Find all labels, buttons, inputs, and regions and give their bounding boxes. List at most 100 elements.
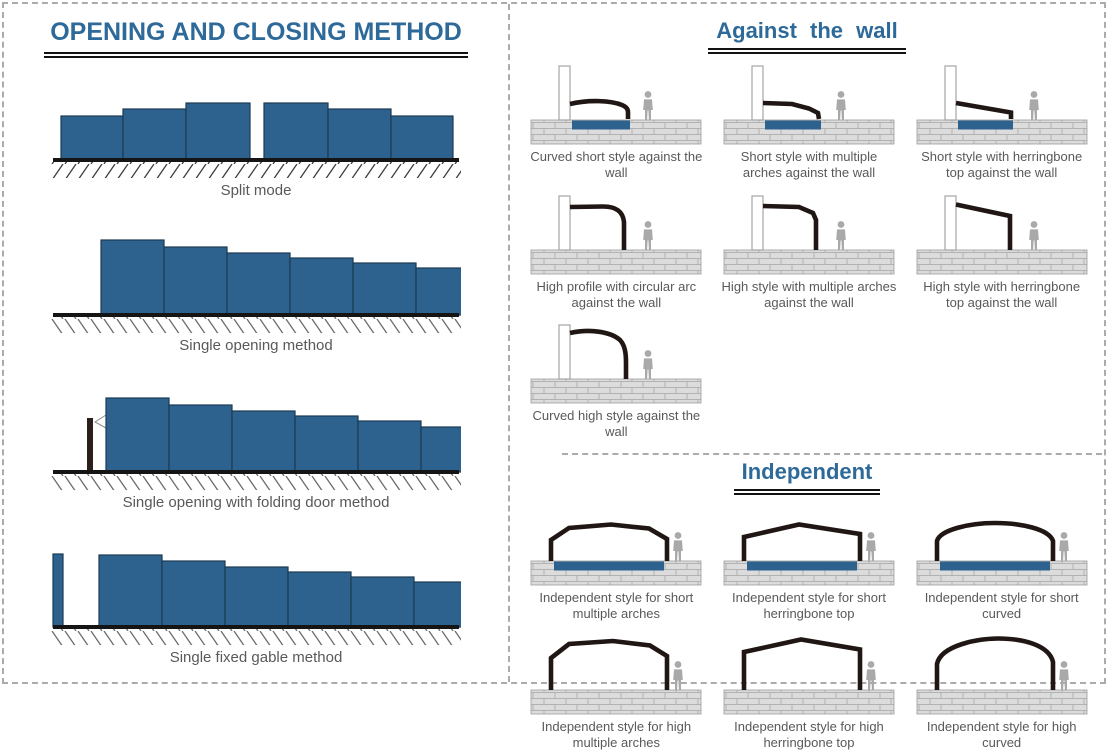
diagram-curved-short-wall: Curved short style against the wall	[522, 62, 711, 182]
roof-profile	[934, 636, 1055, 690]
diagram-ind-high-curved: Independent style for high curved	[907, 632, 1096, 752]
diagram-high-circular-arc-wall: High profile with circular arc against t…	[522, 192, 711, 312]
diagram-label: Short style with multiple arches against…	[740, 149, 878, 181]
diagram-ind-short-herringbone: Independent style for short herringbone …	[715, 503, 904, 623]
pool	[764, 120, 821, 130]
diagram-label: Independent style for high herringbone t…	[734, 719, 884, 751]
panel-segment	[350, 576, 415, 628]
diagram-high-arches-wall: High style with multiple arches against …	[715, 192, 904, 312]
panel-segment	[327, 108, 392, 161]
ground-hatch	[51, 162, 461, 178]
roof-profile	[569, 98, 631, 119]
wall-column	[558, 194, 571, 251]
single-opening-diagram: Single opening method	[51, 239, 461, 354]
fixed-gable-panel	[52, 553, 64, 628]
diagram-label: Single opening method	[179, 337, 333, 354]
panel-segment	[287, 571, 352, 628]
brick-base	[723, 249, 895, 274]
pool	[572, 120, 631, 130]
panel-segment	[163, 246, 228, 316]
diagram-short-herringbone-wall: Short style with herringbone top against…	[907, 62, 1096, 182]
ground-hatch	[51, 317, 461, 333]
panel-segment	[420, 426, 461, 473]
panel-segment	[413, 581, 461, 628]
person-icon	[836, 91, 846, 120]
against-wall-title: Against the wall	[510, 18, 1104, 54]
diagram-ind-short-curved: Independent style for short curved	[907, 503, 1096, 623]
person-icon	[1028, 91, 1039, 120]
wall-column	[944, 65, 957, 121]
roof-profile	[741, 521, 863, 561]
panel-segment	[415, 267, 461, 316]
diagram-label: Single fixed gable method	[169, 649, 343, 666]
wall-column	[944, 194, 957, 251]
panel-segment	[224, 566, 289, 628]
split-mode-art	[51, 102, 461, 178]
panel-segment	[294, 415, 359, 473]
person-icon	[836, 220, 846, 250]
diagram-label: Short style with herringbone top against…	[921, 149, 1083, 181]
panel-segment	[168, 404, 233, 473]
diagram-label: Independent style for short curved	[924, 589, 1079, 621]
brick-base	[916, 689, 1088, 715]
ground-hatch	[51, 474, 461, 490]
diagram-label: Independent style for high multiple arch…	[541, 719, 692, 751]
diagram-curved-high-wall: Curved high style against the wall	[522, 321, 711, 441]
section-divider	[562, 452, 1102, 455]
diagram-ind-high-herringbone: Independent style for high herringbone t…	[715, 632, 904, 752]
single-fixed-gable-art	[51, 553, 461, 645]
wall-column	[558, 65, 571, 121]
roof-profile	[569, 328, 629, 379]
split-mode-diagram: Split mode	[51, 84, 461, 199]
person-icon	[1058, 531, 1069, 561]
left-panel-title: OPENING AND CLOSING METHOD	[44, 18, 468, 58]
roof-profile	[549, 638, 670, 690]
folding-door-post	[87, 418, 93, 472]
roof-profile	[570, 203, 627, 250]
diagram-label: Independent style for high curved	[926, 719, 1077, 751]
single-fixed-gable-diagram: Single fixed gable method	[51, 551, 461, 666]
pool	[939, 561, 1050, 570]
opening-closing-panel: OPENING AND CLOSING METHOD Split mode	[4, 4, 510, 682]
panel-segment	[352, 262, 417, 316]
panel-segment	[105, 397, 170, 473]
diagram-label: Curved high style against the wall	[532, 408, 701, 440]
roof-profile	[955, 100, 1013, 119]
diagram-ind-high-arches: Independent style for high multiple arch…	[522, 632, 711, 752]
diagram-label: High profile with circular arc against t…	[536, 278, 697, 310]
folding-door-icon	[94, 414, 107, 429]
against-wall-grid: Curved short style against the wall Shor…	[510, 54, 1104, 441]
panel-segment	[100, 239, 165, 316]
person-icon	[866, 531, 876, 561]
diagram-label: Single opening with folding door method	[122, 494, 390, 511]
diagram-label: Curved short style against the wall	[530, 149, 703, 181]
panel-segment	[98, 554, 163, 628]
pool	[554, 561, 665, 570]
panel-segment	[357, 420, 422, 473]
diagram-short-arches-wall: Short style with multiple arches against…	[715, 62, 904, 182]
brick-base	[916, 249, 1088, 274]
roof-profile	[549, 521, 670, 561]
diagram-ind-short-arches: Independent style for short multiple arc…	[522, 503, 711, 623]
person-icon	[643, 350, 654, 379]
roof-profile	[762, 100, 822, 120]
single-opening-folding-door-art	[51, 397, 461, 490]
brick-base	[530, 378, 702, 404]
roof-profile	[762, 203, 819, 250]
single-opening-art	[51, 239, 461, 333]
panel-segment	[231, 410, 296, 473]
independent-title: Independent	[510, 459, 1104, 495]
panel-segment	[122, 108, 187, 161]
person-icon	[643, 91, 654, 120]
diagram-label: Independent style for short multiple arc…	[539, 589, 694, 621]
diagram-high-herringbone-wall: High style with herringbone top against …	[907, 192, 1096, 312]
panel-segment	[185, 102, 251, 161]
brick-base	[723, 689, 895, 715]
roof-profile	[741, 637, 863, 690]
brick-base	[530, 689, 702, 715]
wall-column	[751, 194, 764, 251]
person-icon	[1028, 220, 1039, 250]
panel-segment	[161, 560, 226, 628]
pool	[746, 561, 857, 570]
diagram-label: Split mode	[220, 182, 292, 199]
